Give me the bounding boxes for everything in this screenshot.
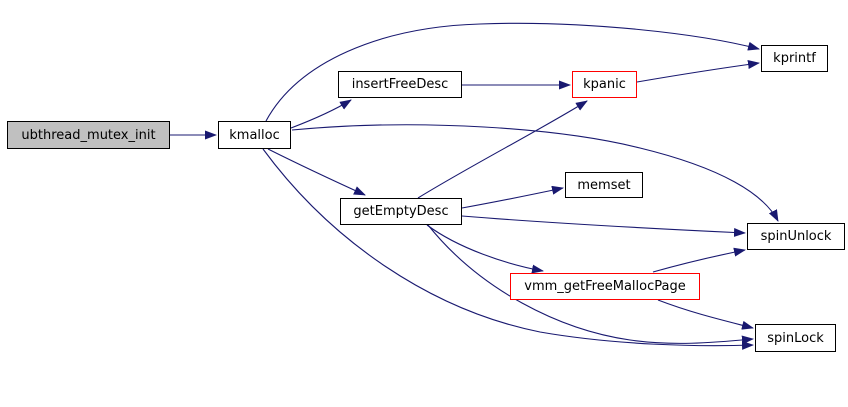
edge-vmm-getfreemallocpage-spinunlock (652, 247, 746, 273)
node-kpanic[interactable]: kpanic (572, 71, 637, 98)
edge-kmalloc-insertfreedesc (290, 99, 352, 129)
edge-kpanic-kprintf (636, 60, 760, 83)
node-kprintf[interactable]: kprintf (761, 45, 828, 72)
node-getemptydesc[interactable]: getEmptyDesc (340, 198, 462, 225)
edge-vmm-getfreemallocpage-spinlock (657, 299, 754, 330)
edge-kmalloc-spinunlock (291, 124, 779, 222)
edge-kmalloc-kprintf (265, 22, 760, 122)
node-spinunlock[interactable]: spinUnlock (747, 223, 845, 250)
node-vmm-getfreemallocpage[interactable]: vmm_getFreeMallocPage (510, 273, 700, 300)
edge-getemptydesc-memset (461, 185, 564, 209)
edge-kmalloc-spinlock (262, 148, 754, 350)
edge-getemptydesc-vmm-getfreemallocpage (426, 224, 544, 274)
node-ubthread-mutex-init[interactable]: ubthread_mutex_init (7, 121, 170, 149)
node-insertfreedesc[interactable]: insertFreeDesc (338, 71, 462, 98)
edge-getemptydesc-spinlock (427, 224, 754, 345)
edge-getemptydesc-kpanic (417, 100, 588, 199)
edge-getemptydesc-spinunlock (461, 215, 746, 237)
node-kmalloc[interactable]: kmalloc (218, 121, 291, 149)
node-spinlock[interactable]: spinLock (755, 324, 836, 352)
edge-kmalloc-getemptydesc (267, 148, 366, 196)
node-memset[interactable]: memset (565, 172, 643, 198)
